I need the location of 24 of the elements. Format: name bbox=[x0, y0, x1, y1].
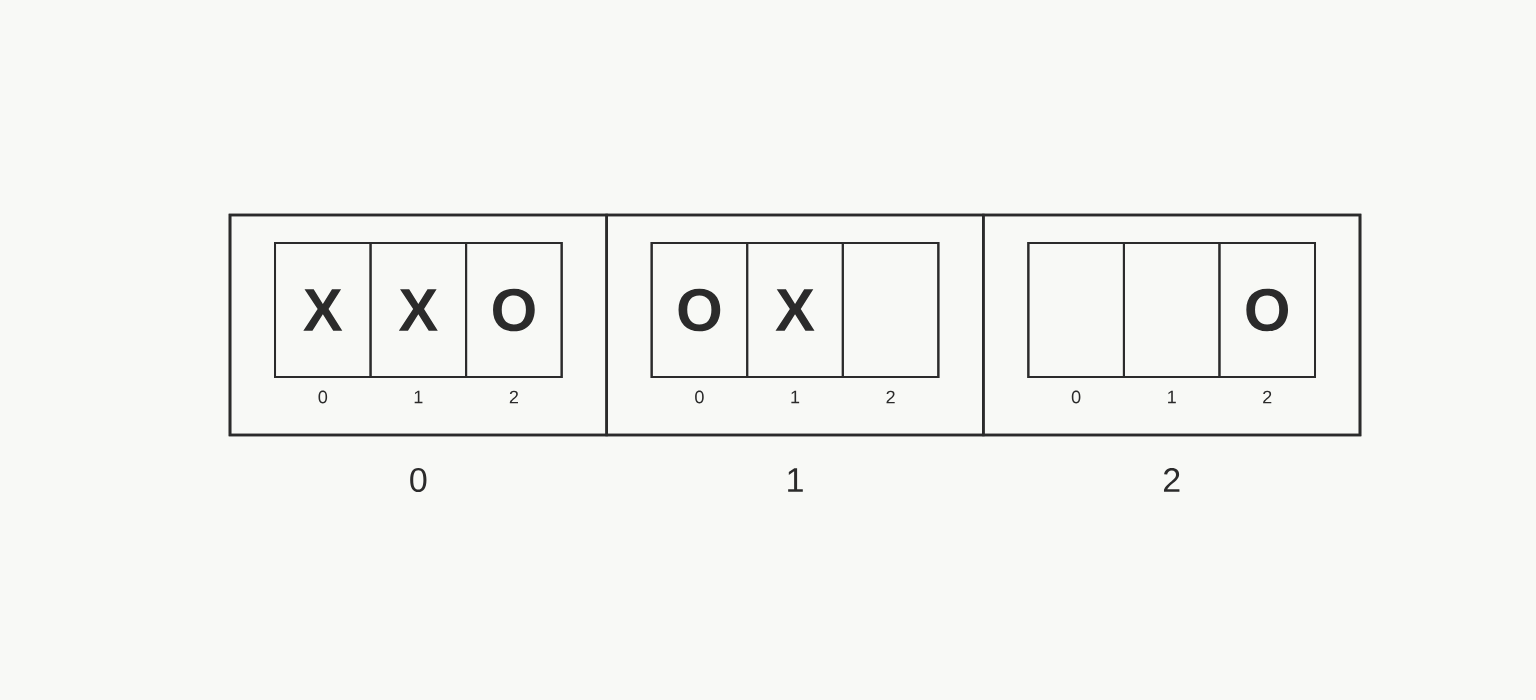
cell bbox=[1027, 242, 1125, 378]
index-number: 1 bbox=[1168, 390, 1176, 404]
index-number: 2 bbox=[1164, 468, 1180, 492]
cell: O bbox=[465, 242, 563, 378]
cell bbox=[1122, 242, 1221, 378]
index-number: 0 bbox=[695, 390, 704, 404]
index-number: 2 bbox=[509, 390, 518, 404]
array-slot bbox=[605, 213, 985, 437]
index-number: 1 bbox=[788, 468, 803, 492]
array-slot bbox=[982, 213, 1362, 437]
index-number: 2 bbox=[1263, 390, 1272, 404]
index-number: 0 bbox=[1071, 390, 1081, 404]
cell: X bbox=[746, 242, 844, 378]
array-slot bbox=[228, 213, 608, 437]
index-number: 0 bbox=[318, 390, 328, 404]
index-number: 0 bbox=[410, 467, 427, 493]
index-number: 1 bbox=[791, 390, 800, 404]
index-number: 1 bbox=[414, 390, 423, 404]
cell bbox=[841, 242, 940, 378]
cell: X bbox=[274, 242, 372, 378]
cell: O bbox=[1218, 242, 1316, 378]
index-number: 2 bbox=[886, 390, 895, 404]
cell: O bbox=[650, 242, 749, 378]
cell: X bbox=[369, 242, 468, 378]
